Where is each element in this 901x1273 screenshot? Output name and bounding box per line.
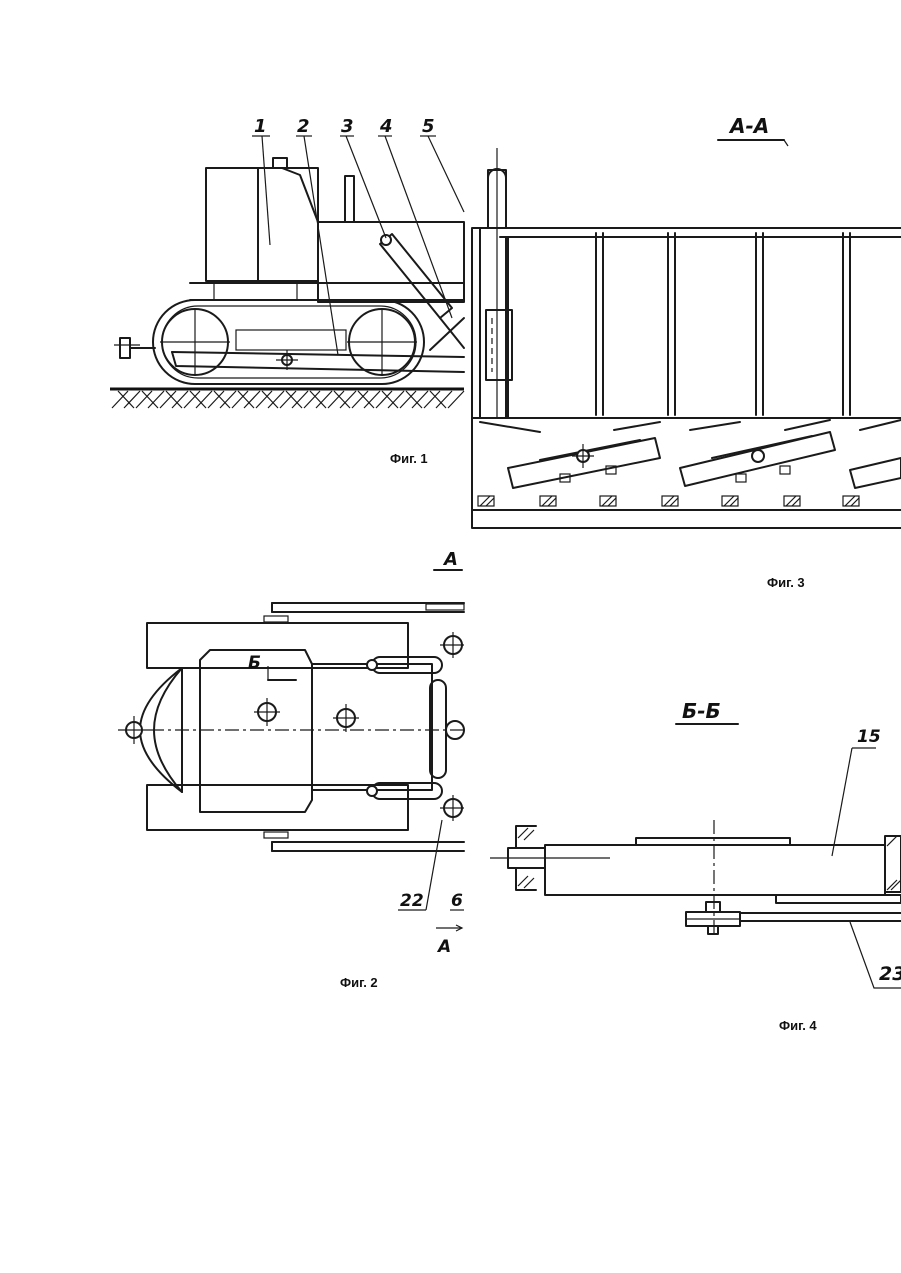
fig2-section-marker-bottom: А <box>436 937 451 957</box>
fig1-callout-3: 3 <box>341 116 354 137</box>
fig1-callout-1: 1 <box>254 116 267 137</box>
fig2-callout-6: 6 <box>451 891 463 911</box>
fig2-callout-22: 22 <box>400 891 424 911</box>
fig1-caption: Фиг. 1 <box>390 451 428 466</box>
fig4-section-b-b <box>490 724 901 988</box>
fig3-section-title: А-А <box>728 114 769 138</box>
fig4-callout-23: 23 <box>879 963 901 985</box>
fig3-caption: Фиг. 3 <box>767 575 805 590</box>
fig1-callout-4: 4 <box>379 116 393 137</box>
fig2-section-marker-b: Б <box>248 653 261 673</box>
fig2-plan-view <box>118 570 464 931</box>
fig1-callout-5: 5 <box>422 116 435 137</box>
fig2-section-marker-top: А <box>442 549 458 570</box>
fig4-callout-15: 15 <box>857 727 881 747</box>
fig4-caption: Фиг. 4 <box>779 1018 817 1033</box>
fig4-section-title: Б-Б <box>682 699 721 723</box>
fig1-callout-2: 2 <box>297 116 310 137</box>
fig2-caption: Фиг. 2 <box>340 975 378 990</box>
